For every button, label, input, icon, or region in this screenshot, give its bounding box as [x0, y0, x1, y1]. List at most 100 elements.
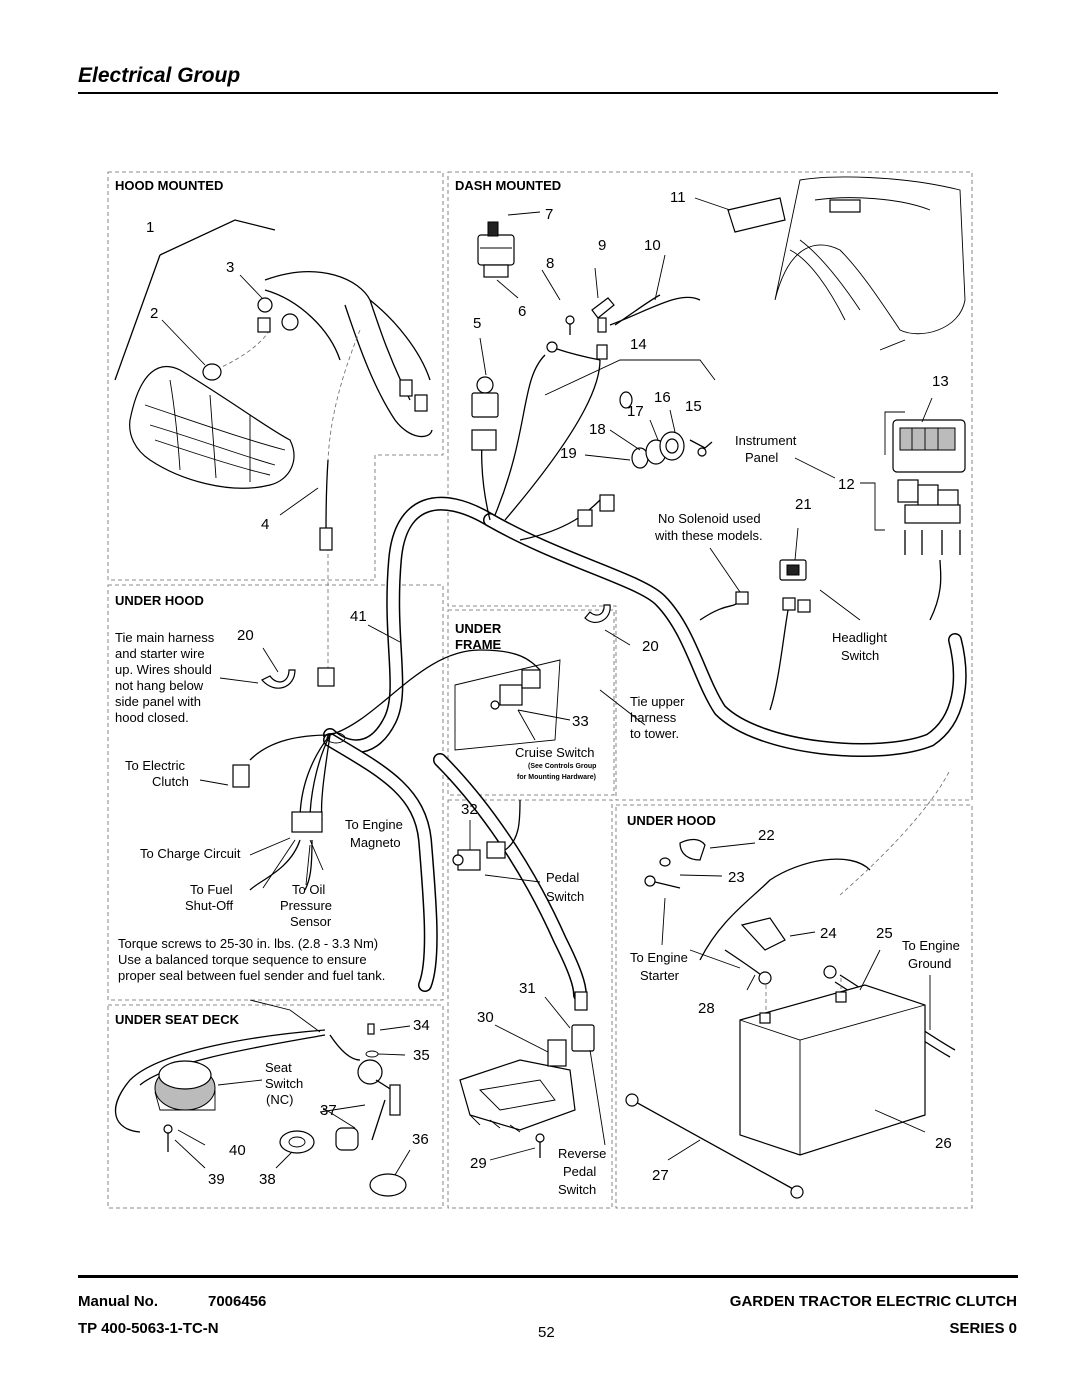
note-tie-main-1: Tie main harness	[115, 630, 215, 645]
callout-20-right: 20	[642, 638, 659, 655]
note-tie-main-4: not hang below	[115, 678, 204, 693]
note-for-mounting: for Mounting Hardware)	[517, 774, 596, 781]
fuel-sender-35	[357, 1059, 401, 1116]
note-tie-main-2: and starter wire	[115, 646, 205, 661]
battery-rod-27	[625, 1093, 804, 1199]
callout-39: 39	[208, 1171, 225, 1188]
callout-25: 25	[876, 925, 893, 942]
note-reverse-switch: Switch	[558, 1182, 596, 1197]
note-magneto: Magneto	[350, 835, 401, 850]
ring-38	[279, 1130, 315, 1154]
note-to-electric: To Electric	[125, 758, 185, 773]
clutch-connector	[232, 764, 250, 788]
note-see-controls: (See Controls Group	[528, 763, 596, 770]
seat-switch	[154, 1060, 216, 1111]
section-dash-mounted: DASH MOUNTED	[455, 178, 561, 193]
note-reverse-pedal: Pedal	[563, 1164, 596, 1179]
note-clutch: Clutch	[152, 774, 189, 789]
callout-24: 24	[820, 925, 837, 942]
footer-rule	[78, 1275, 1018, 1278]
screw-39	[163, 1124, 173, 1152]
callout-23: 23	[728, 869, 745, 886]
callout-40: 40	[229, 1142, 246, 1159]
cap-11	[727, 197, 786, 233]
callout-28: 28	[698, 1000, 715, 1017]
harness-clip-20	[261, 604, 611, 689]
footer-manual-label: Manual No.	[78, 1293, 159, 1310]
magneto-connector	[291, 811, 323, 833]
note-tie-main-3: up. Wires should	[115, 662, 212, 677]
plunger-switch-5	[471, 376, 499, 418]
callout-7: 7	[545, 206, 553, 223]
callout-32: 32	[461, 801, 478, 818]
callout-1: 1	[146, 219, 154, 236]
main-harness	[323, 496, 967, 1002]
note-headlight: Headlight	[832, 630, 887, 645]
note-seat: Seat	[265, 1060, 292, 1075]
note-to-charge: To Charge Circuit	[140, 846, 241, 861]
callout-18: 18	[589, 421, 606, 438]
float-37	[335, 1099, 386, 1151]
section-frames	[107, 171, 973, 1209]
bracket-9	[591, 297, 615, 360]
instrument-pod-13	[774, 176, 966, 351]
callout-11: 11	[670, 189, 686, 206]
callout-5: 5	[473, 315, 481, 332]
reverse-switch-31	[571, 991, 595, 1052]
note-torque-3: proper seal between fuel sender and fuel…	[118, 968, 385, 983]
note-torque-2: Use a balanced torque sequence to ensure	[118, 952, 367, 967]
footer-product: GARDEN TRACTOR ELECTRIC CLUTCH	[729, 1293, 1017, 1310]
callout-14: 14	[630, 336, 647, 353]
battery-26	[739, 978, 926, 1156]
boot-24	[740, 917, 786, 951]
note-tie-upper-3: to tower.	[630, 726, 679, 741]
callout-30: 30	[477, 1009, 494, 1026]
note-pressure: Pressure	[280, 898, 332, 913]
footer-manual-number: 7006456	[208, 1293, 267, 1310]
section-under-frame-1: UNDER	[455, 621, 502, 636]
note-shut-off: Shut-Off	[185, 898, 234, 913]
screws-panel	[904, 530, 961, 555]
callout-33: 33	[572, 713, 589, 730]
callout-26: 26	[935, 1135, 952, 1152]
note-panel: Panel	[745, 450, 778, 465]
callout-20-left: 20	[237, 627, 254, 644]
callout-6: 6	[518, 303, 526, 320]
instrument-panel-13	[892, 419, 966, 473]
callout-15: 15	[685, 398, 702, 415]
note-reverse: Reverse	[558, 1146, 606, 1161]
pedal-switch-32	[452, 799, 521, 871]
callout-34: 34	[413, 1017, 430, 1034]
headlight-assembly	[129, 365, 295, 489]
note-no-solenoid-2: with these models.	[654, 528, 763, 543]
callout-31: 31	[519, 980, 536, 997]
terminal-25	[823, 965, 837, 979]
eyelet-23	[644, 875, 681, 889]
nut-23	[659, 857, 671, 867]
wire-tie-41	[326, 732, 346, 744]
wire-leads	[114, 271, 956, 1133]
screw-34	[367, 1023, 375, 1035]
boot-22	[679, 838, 706, 861]
note-tie-upper-2: harness	[630, 710, 677, 725]
callout-12: 12	[838, 476, 855, 493]
footer-page-number: 52	[538, 1324, 555, 1341]
cruise-switch-33	[454, 659, 561, 751]
note-to-engine-ground-1: To Engine	[902, 938, 960, 953]
callout-21: 21	[795, 496, 812, 513]
terminal-28	[758, 971, 772, 985]
callout-10: 10	[644, 237, 661, 254]
screw-8	[565, 315, 575, 335]
note-to-engine: To Engine	[345, 817, 403, 832]
callout-27: 27	[652, 1167, 669, 1184]
note-to-engine-starter-2: Starter	[640, 968, 680, 983]
callout-8: 8	[546, 255, 554, 272]
relays-12	[897, 479, 961, 524]
callout-numbers: 1 2 3 4 5 6 7 8 9 10 11 12 13 14 15 16 1…	[146, 189, 952, 1188]
note-pedal-switch: Switch	[546, 889, 584, 904]
callout-41: 41	[350, 608, 367, 625]
callout-37: 37	[320, 1102, 337, 1119]
note-torque-1: Torque screws to 25-30 in. lbs. (2.8 - 3…	[118, 936, 378, 951]
note-nc: (NC)	[266, 1092, 293, 1107]
